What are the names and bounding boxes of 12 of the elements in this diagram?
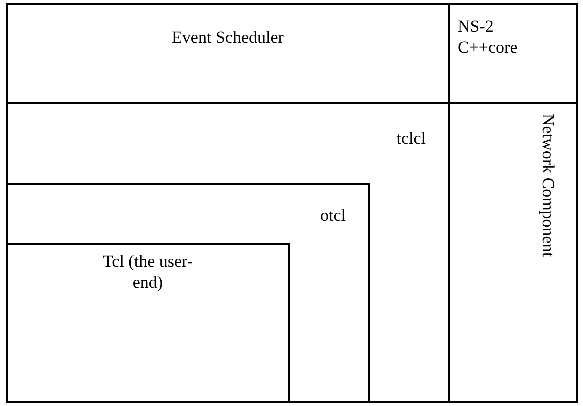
layer-box <box>6 243 290 403</box>
layer-label: Tcl (the user-end) <box>102 251 194 293</box>
layer-label: Event Scheduler <box>171 27 285 48</box>
layer-box <box>448 3 578 104</box>
layer-label: tclcl <box>396 128 426 149</box>
layer-box <box>448 102 578 403</box>
layer-box <box>6 183 370 403</box>
layer-label: NS-2 C++core <box>458 16 519 58</box>
layer-label: otcl <box>320 205 346 226</box>
layer-box <box>6 3 450 104</box>
layer-label: Network Component <box>538 114 559 258</box>
layer-box <box>6 102 450 403</box>
